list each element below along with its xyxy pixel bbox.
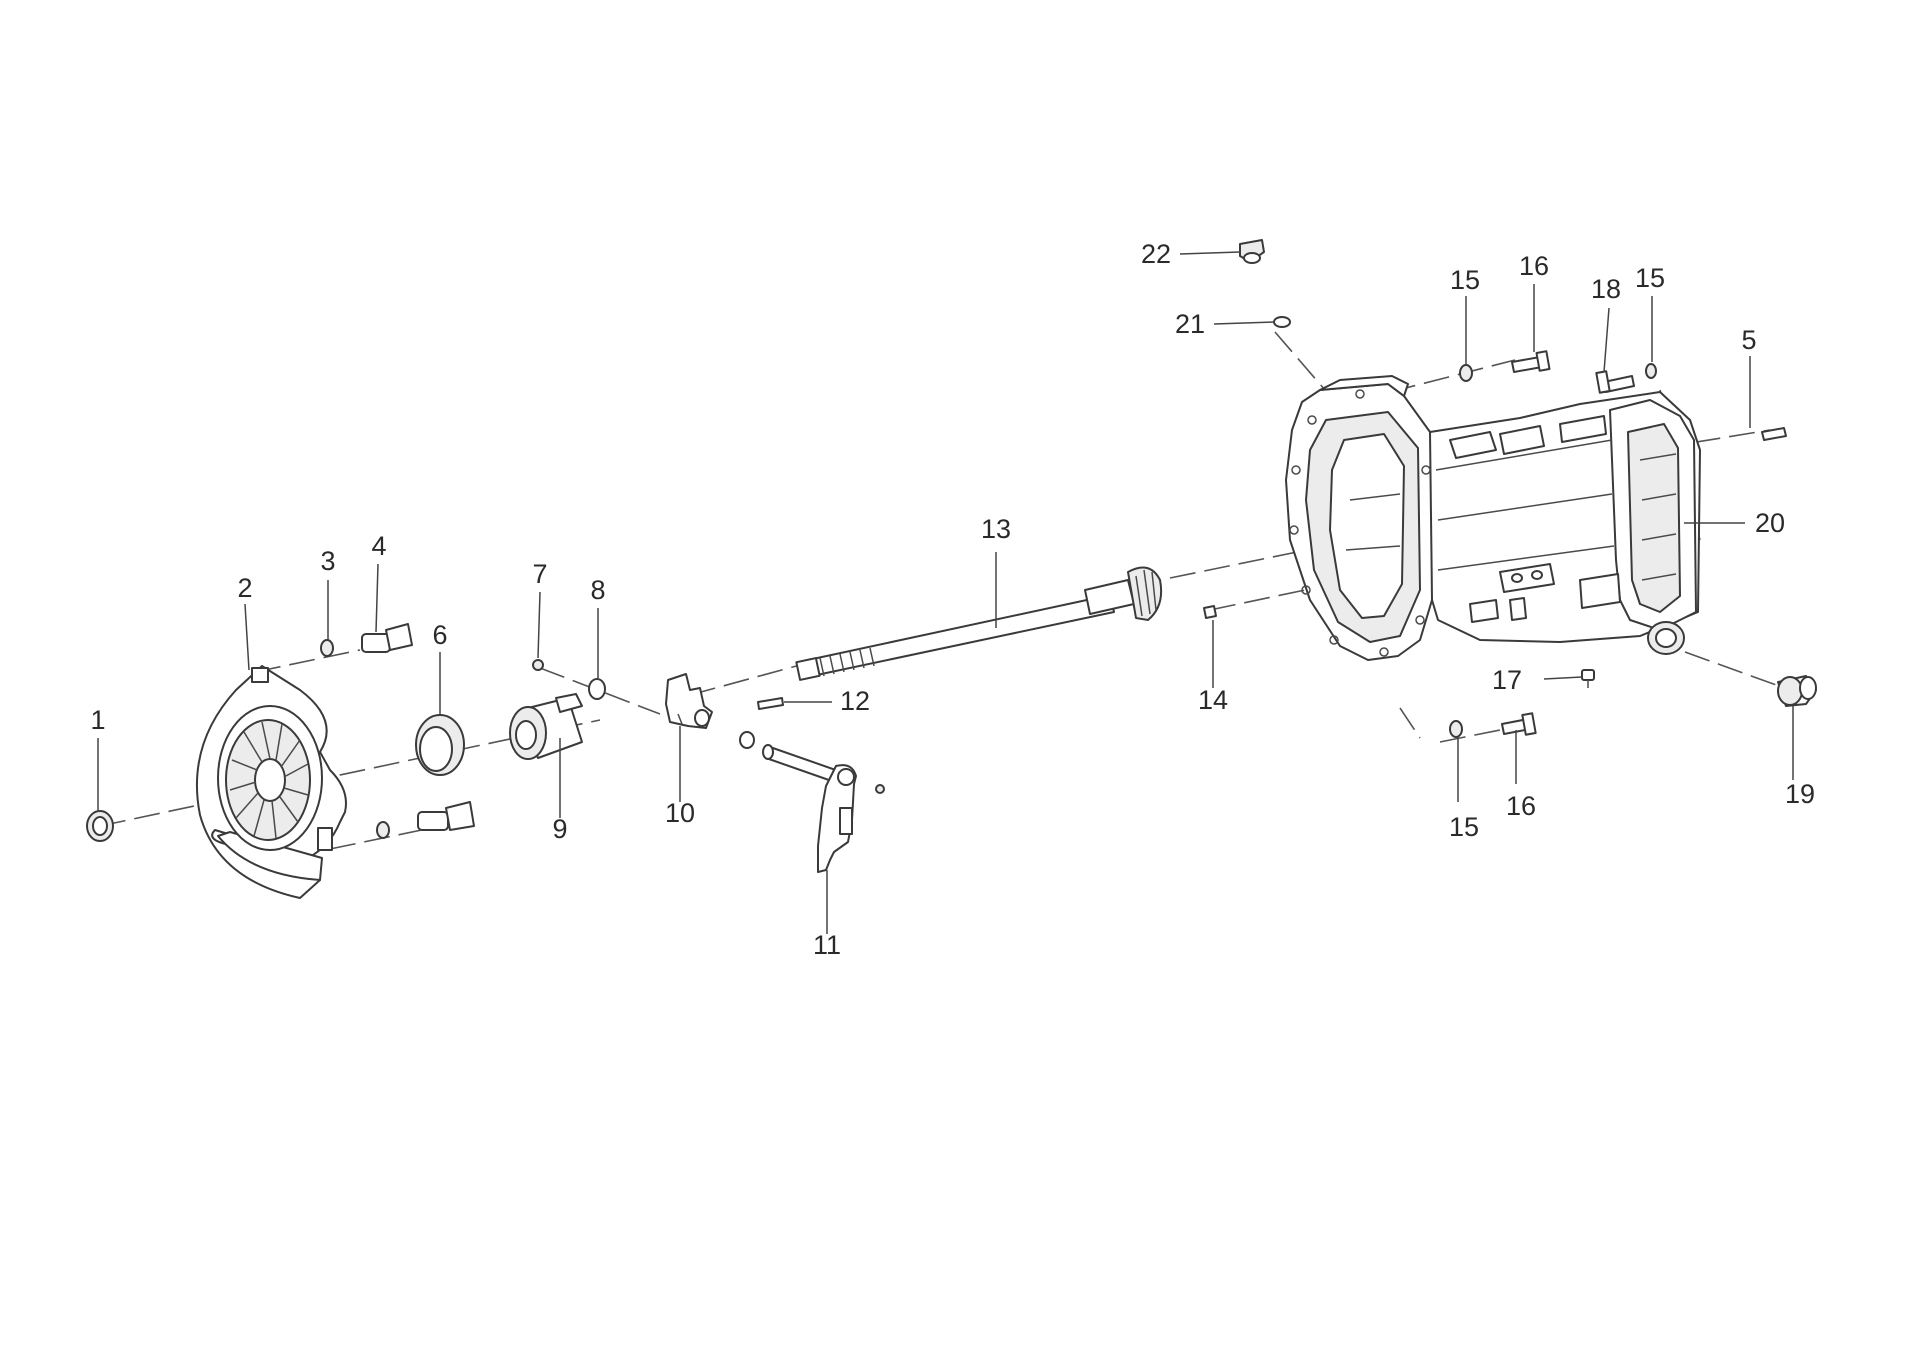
part-17-bolt <box>1581 669 1595 688</box>
callout-15-lower: 15 <box>1449 812 1479 842</box>
callout-6: 6 <box>432 620 447 650</box>
callout-20: 20 <box>1755 508 1785 538</box>
part-11-lever-shaft <box>739 731 885 873</box>
part-16-bolt-upper <box>1511 350 1551 373</box>
callout-11: 11 <box>813 930 841 960</box>
callout-15-right: 15 <box>1635 263 1665 293</box>
part-2-clutch-pressure-plate <box>196 665 347 899</box>
part-10-release-fork <box>665 673 713 729</box>
part-16-bolt-lower <box>1501 712 1537 736</box>
callout-2: 2 <box>237 573 252 603</box>
part-21-washer <box>1273 316 1291 328</box>
part-7-plug <box>532 659 544 671</box>
callout-12: 12 <box>840 686 870 716</box>
part-6-seal <box>415 714 465 776</box>
callout-3: 3 <box>320 546 335 576</box>
part-3-washer <box>320 639 390 839</box>
part-18-bolt <box>1595 370 1635 394</box>
part-22-breather <box>1239 239 1265 264</box>
callout-18: 18 <box>1591 274 1621 304</box>
part-20-gearbox-housing <box>1285 375 1701 661</box>
callout-labels: 1 2 3 4 5 6 7 8 9 10 11 12 13 14 15 15 1… <box>90 239 1815 960</box>
callout-16-lower: 16 <box>1506 791 1536 821</box>
part-8-ring <box>588 678 606 700</box>
callout-19: 19 <box>1785 779 1815 809</box>
callout-7: 7 <box>532 559 547 589</box>
part-9-release-bearing <box>509 693 583 760</box>
callout-4: 4 <box>371 531 386 561</box>
part-13-input-shaft <box>795 566 1163 681</box>
callout-1: 1 <box>90 705 105 735</box>
callout-leaders <box>97 251 1794 934</box>
callout-9: 9 <box>552 814 567 844</box>
part-1-pilot-bearing <box>86 810 114 842</box>
callout-8: 8 <box>590 575 605 605</box>
part-14-dowel <box>1203 605 1217 619</box>
callout-15-upper: 15 <box>1450 265 1480 295</box>
part-4-bolt <box>361 623 475 831</box>
callout-17: 17 <box>1492 665 1522 695</box>
part-15-washer-upper <box>1459 364 1473 382</box>
part-19-bushing <box>1777 675 1817 707</box>
callout-5: 5 <box>1741 325 1756 355</box>
callout-22: 22 <box>1141 239 1171 269</box>
callout-16-upper: 16 <box>1519 251 1549 281</box>
callout-14: 14 <box>1198 685 1228 715</box>
part-12-pin <box>757 697 784 710</box>
part-15-washer-right <box>1645 363 1657 379</box>
callout-13: 13 <box>981 514 1011 544</box>
part-5-pin <box>1761 427 1787 441</box>
callout-21: 21 <box>1175 309 1205 339</box>
part-15-washer-lower <box>1449 720 1463 738</box>
callout-10: 10 <box>665 798 695 828</box>
